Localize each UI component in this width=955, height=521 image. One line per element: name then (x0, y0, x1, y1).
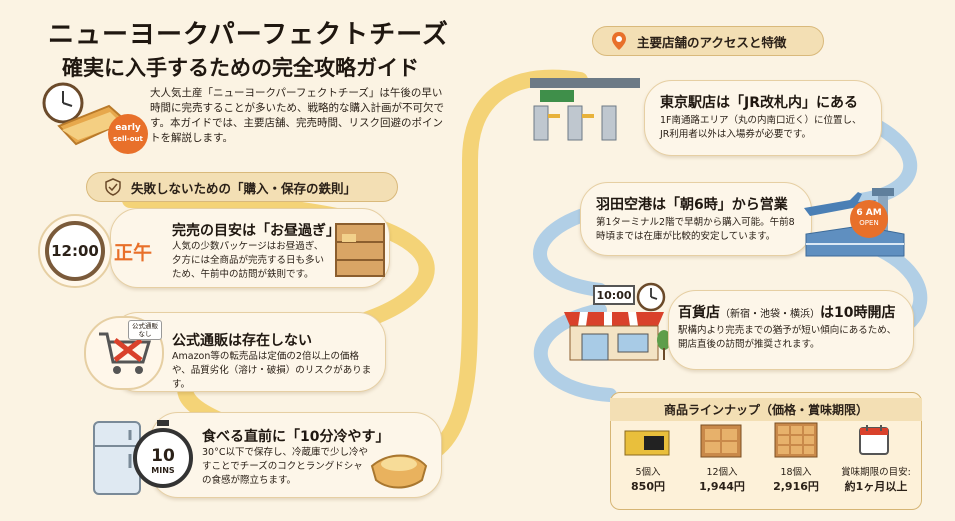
card-title: 食べる直前に「10分冷やす」 (202, 429, 390, 445)
left-section-heading: 失敗しないための「購入・保存の鉄則」 (86, 172, 398, 202)
shield-icon (103, 177, 123, 197)
calendar-icon (858, 424, 890, 456)
left-section-heading-text: 失敗しないための「購入・保存の鉄則」 (131, 180, 357, 196)
ticket-gate-icon (528, 76, 644, 142)
fridge-icon (92, 420, 142, 496)
product-18pack-icon (774, 422, 818, 458)
shelf-life-item: 賞味期限の目安: 約1ヶ月以上 (841, 467, 911, 493)
cheese-tart-icon (368, 446, 430, 492)
no-official-tag: 公式通販なし (128, 320, 162, 340)
product-lineup-heading: 商品ラインナップ（価格・賞味期限） (610, 398, 922, 421)
open-6am-badge: 6 AM OPEN (850, 200, 888, 238)
right-section-heading-text: 主要店舗のアクセスと特徴 (637, 34, 787, 50)
shopping-cart-crossed-icon (99, 332, 152, 374)
timer-badge: 10 MINS (130, 418, 196, 488)
card-title: 完売の目安は「お昼過ぎ」 (172, 223, 340, 239)
card-body: 第1ターミナル2階で早朝から購入可能。午前8時頃までは在庫が比較的安定しています… (596, 217, 795, 242)
card-title: 公式通販は存在しない (172, 333, 312, 349)
card-title: 東京駅店は「JR改札内」にある (660, 95, 858, 111)
hero-illustration: early sell-out (38, 78, 148, 158)
product-5pack-icon (624, 430, 670, 456)
plant-icon (657, 330, 671, 360)
right-section-heading: 主要店舗のアクセスと特徴 (592, 26, 824, 56)
card-chill-before-eating (150, 412, 442, 498)
timer-label: MINS (151, 466, 175, 475)
card-title: 百貨店（新宿・池袋・横浜）は10時開店 (678, 305, 896, 321)
card-body: 人気の少数パッケージはお昼過ぎ、夕方には全商品が完売する日も多いため、午前中の訪… (172, 241, 325, 280)
clock-badge: 12:00 (38, 214, 112, 288)
stopwatch-icon (133, 420, 193, 488)
card-body: 駅構内より完売までの猶予が短い傾向にあるため、開店直後の訪問が推奨されます。 (678, 325, 897, 350)
product-item: 5個入 850円 (631, 467, 665, 493)
clock-icon (42, 82, 84, 124)
product-item: 12個入 1,944円 (699, 467, 745, 493)
clock-time: 12:00 (51, 242, 99, 260)
airport-icon: 6 AM OPEN (800, 186, 910, 262)
card-body: Amazon等の転売品は定価の2倍以上の価格や、品質劣化（溶け・破損）のリスクが… (172, 351, 372, 390)
card-body: 30°C以下で保存し、冷蔵庫で少し冷やすことでチーズのコクとラングドシャの食感が… (202, 447, 368, 486)
timer-number: 10 (151, 446, 175, 466)
noon-label: 正午 (114, 242, 153, 264)
clock-icon (45, 221, 105, 281)
intro-text: 大人気土産「ニューヨークパーフェクトチーズ」は午後の早い時間に完売することが多い… (150, 87, 444, 144)
early-sellout-badge: early sell-out (108, 114, 148, 154)
department-store-icon: 10:00 (560, 282, 672, 362)
page-title: ニューヨークパーフェクトチーズ (48, 20, 449, 50)
store-clock-time: 10:00 (596, 289, 632, 302)
card-title: 羽田空港は「朝6時」から営業 (596, 197, 788, 213)
card-haneda-airport (580, 182, 812, 256)
product-12pack-icon (700, 424, 742, 458)
card-body: 1F南通路エリア（丸の内南口近く）に位置し、JR利用者以外は入場券が必要です。 (660, 115, 862, 140)
page-subtitle: 確実に入手するための完全攻略ガイド (62, 56, 419, 80)
product-item: 18個入 2,916円 (773, 467, 819, 493)
clock-icon (636, 282, 666, 312)
shelf-icon (334, 222, 386, 278)
card-department-store (668, 290, 914, 370)
card-tokyo-station (644, 80, 882, 156)
map-pin-icon (609, 31, 629, 51)
